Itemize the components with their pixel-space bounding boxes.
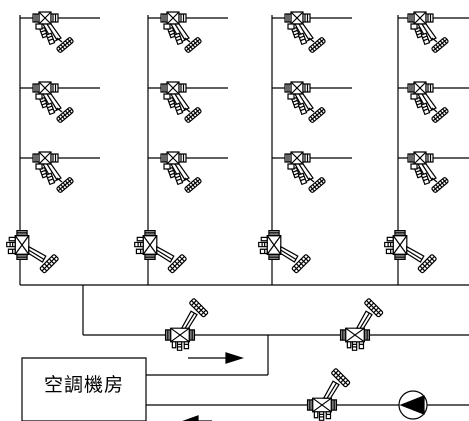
riser-valve bbox=[6, 230, 60, 274]
terminal-valves bbox=[32, 11, 450, 194]
machine-room-box bbox=[22, 358, 146, 421]
riser-valve bbox=[384, 230, 438, 274]
main-valve bbox=[165, 297, 209, 351]
return-arrow bbox=[184, 416, 198, 421]
riser-valve bbox=[134, 230, 188, 274]
supply-arrow bbox=[226, 353, 242, 363]
main-balancing-valves bbox=[165, 297, 384, 421]
machine-room-label: 空調機房 bbox=[43, 373, 124, 396]
main-valve bbox=[307, 367, 351, 421]
riser-valve bbox=[258, 230, 312, 274]
piping-network bbox=[20, 15, 469, 405]
riser-balancing-valves bbox=[6, 230, 438, 274]
flow-arrows bbox=[184, 353, 242, 421]
main-valve bbox=[340, 297, 384, 351]
pump-symbol bbox=[399, 391, 427, 419]
